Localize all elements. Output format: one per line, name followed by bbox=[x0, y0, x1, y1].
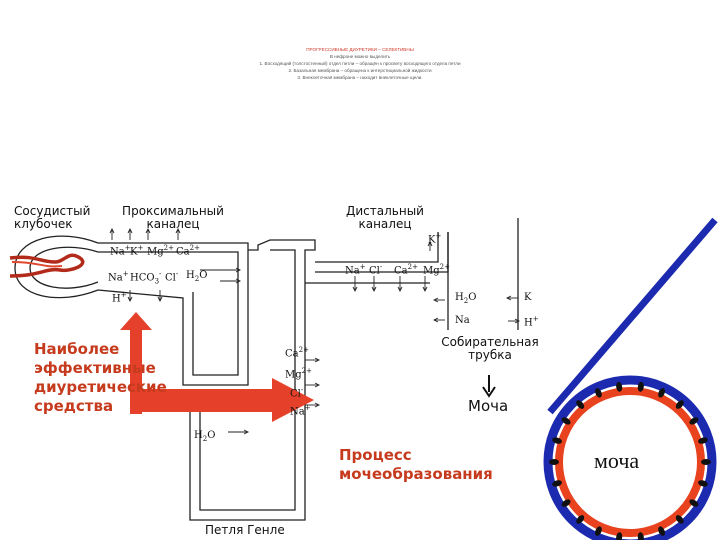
ion-ca-proximal: Ca2+ bbox=[176, 244, 200, 258]
ion-mg-proximal: Mg2+ bbox=[147, 244, 174, 258]
ring-dot bbox=[637, 381, 644, 392]
proximal-tubule bbox=[97, 242, 249, 386]
proximal-label: Проксимальный каналец bbox=[122, 204, 224, 231]
ring-dot bbox=[658, 526, 666, 536]
ring-dot bbox=[689, 417, 699, 425]
header-line-2: В нефроне можно выделить bbox=[329, 54, 391, 59]
ion-h2o-collecting: H2O bbox=[455, 292, 477, 305]
ring-dot bbox=[561, 417, 571, 425]
ring-dot bbox=[561, 499, 571, 507]
ion-hco3: HCO3- bbox=[130, 270, 162, 286]
ion-na-proximal: Na+ bbox=[110, 244, 131, 258]
urine-circle-label: моча bbox=[594, 448, 640, 473]
blue-ring bbox=[543, 375, 717, 540]
ring-dot bbox=[576, 515, 585, 524]
collecting-label: Собирательная трубка bbox=[441, 335, 539, 362]
loop-of-henle bbox=[189, 239, 316, 521]
afferent-vessel bbox=[9, 253, 85, 278]
urine-label: Моча bbox=[468, 397, 509, 415]
blue-diagonal-line bbox=[547, 217, 718, 415]
header-title: ПРОГРЕССИВНЫЕ ДИУРЕТИКИ – СЕЛЕКТИВНЫ bbox=[306, 47, 414, 52]
ion-cl-distal: Cl- bbox=[369, 263, 383, 277]
ion-k-distal: K+ bbox=[428, 232, 442, 246]
ring-dot bbox=[698, 437, 708, 444]
ring-dot bbox=[675, 515, 684, 524]
ion-cl-proximal: Cl- bbox=[165, 270, 179, 284]
ion-ca-loop: Ca2+ bbox=[285, 346, 309, 360]
ion-h2o-proximal: H2O bbox=[186, 270, 208, 283]
ion-cl-loop: Cl- bbox=[290, 386, 304, 400]
ring-dot bbox=[675, 400, 684, 409]
ring-dot bbox=[549, 459, 559, 465]
process-note: Процесс мочеобразования bbox=[339, 446, 493, 483]
distal-label: Дистальный каналец bbox=[346, 204, 424, 231]
ring-dot bbox=[658, 388, 666, 398]
distal-tubule bbox=[315, 232, 439, 263]
ring-dot bbox=[701, 459, 711, 465]
ring-dot bbox=[689, 499, 699, 507]
ion-na-distal: Na+ bbox=[345, 263, 366, 277]
ion-na-proximal-mid: Na+ bbox=[108, 270, 129, 284]
loop-label: Петля Генле bbox=[205, 523, 285, 537]
bowman-capsule bbox=[14, 235, 99, 299]
ion-h2o-loop: H2O bbox=[194, 430, 216, 443]
ring-dot bbox=[552, 480, 562, 487]
ring-dot bbox=[594, 388, 602, 398]
ion-k-proximal: K+ bbox=[130, 244, 144, 258]
header-line-5: 3. Внеклеточная мембрана – находит внекл… bbox=[297, 75, 423, 80]
ring-dot bbox=[594, 526, 602, 536]
red-arrow-vertical bbox=[120, 312, 152, 414]
ring-dot bbox=[576, 400, 585, 409]
ion-na-collecting: Na bbox=[455, 315, 470, 326]
ion-k-collecting: K bbox=[524, 292, 532, 303]
diuretics-note: Наиболее эффективные диуретические средс… bbox=[34, 340, 167, 415]
ion-mg-distal: Mg2+ bbox=[423, 263, 450, 277]
glomerulus-label: Сосудистый клубочек bbox=[14, 204, 91, 231]
ion-na-loop: Na+ bbox=[290, 404, 311, 418]
ring-dot bbox=[552, 437, 562, 444]
ion-ca-distal: Ca2+ bbox=[394, 263, 418, 277]
ion-h-collecting: H+ bbox=[524, 315, 539, 329]
header-line-4: 2. Базальная мембрана – обращена к интер… bbox=[288, 68, 432, 73]
ion-mg-loop: Mg2+ bbox=[285, 367, 312, 381]
red-arrow-horizontal bbox=[130, 378, 314, 422]
header-line-3: 1. Восходящий (толстостенный) отдел петл… bbox=[259, 61, 461, 66]
ion-h-proximal: H+ bbox=[112, 291, 127, 305]
ring-dot bbox=[616, 381, 623, 392]
ring-dot bbox=[698, 480, 708, 487]
